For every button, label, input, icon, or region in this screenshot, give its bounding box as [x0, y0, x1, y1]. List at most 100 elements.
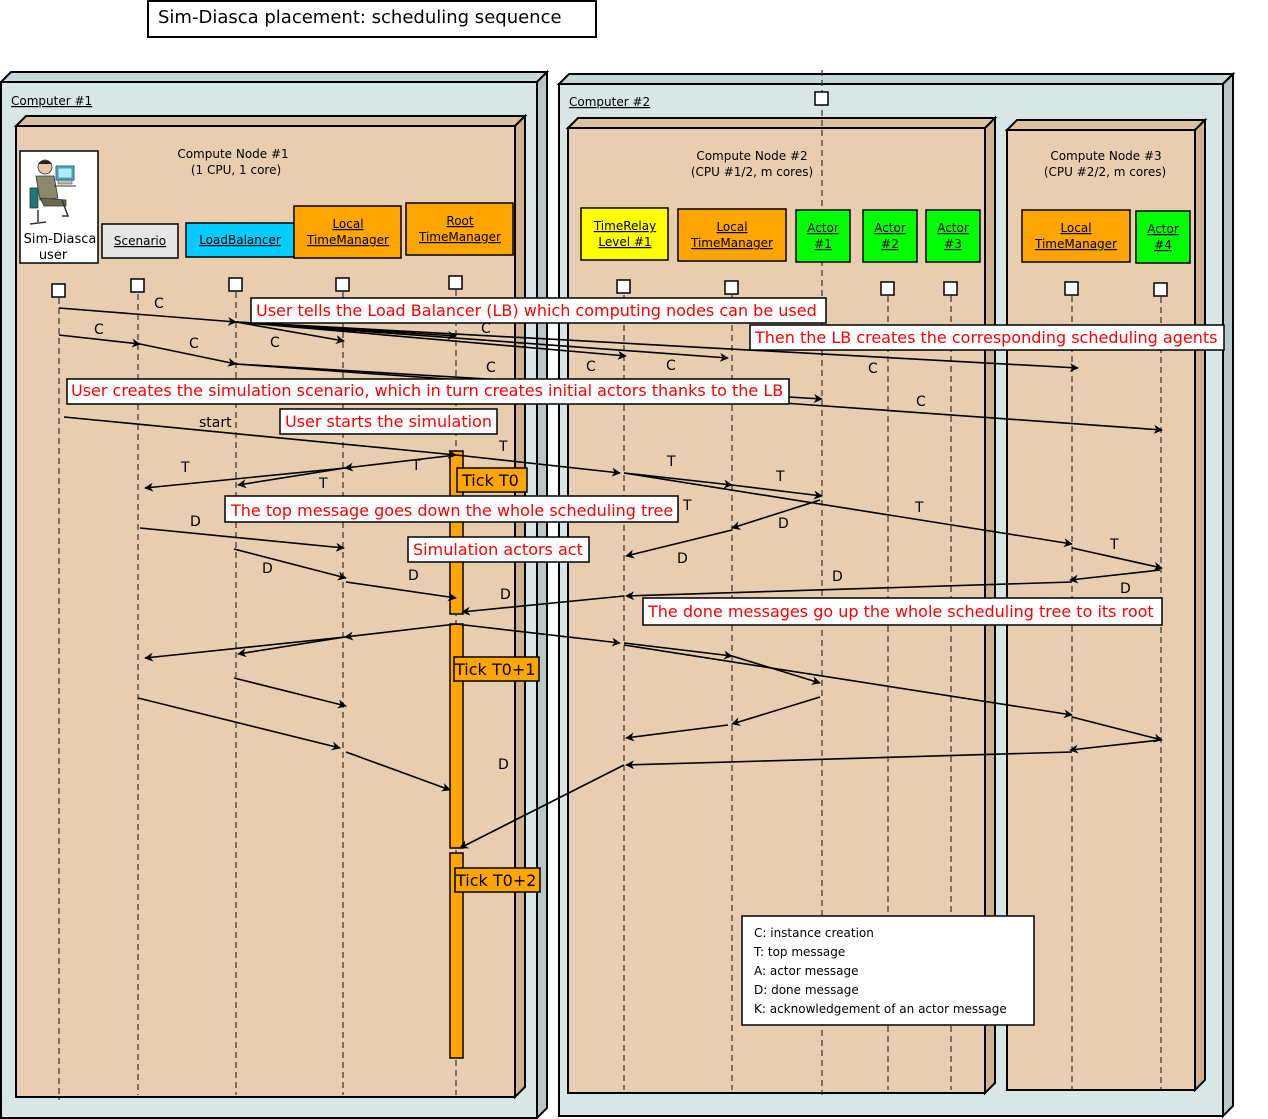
actor-2: Actor #2: [862, 209, 918, 263]
anchor-local-tm3: [1064, 281, 1079, 296]
msg-d-relay-root: [461, 595, 625, 616]
letter-t: T: [775, 469, 785, 485]
msg-t1-relay-ltm2: [623, 642, 733, 660]
msg-d-actor4-ltm3: [1069, 569, 1161, 584]
actor-1: Actor #1: [795, 209, 851, 263]
actor-root-tm: Root TimeManager: [405, 202, 514, 256]
letter-t: T: [666, 454, 676, 470]
annotations: User tells the Load Balancer (LB) which …: [66, 297, 1225, 626]
local-tm3-line2: TimeManager: [1034, 237, 1117, 251]
msg-c-scenario-lb: [139, 343, 237, 367]
letter-t: T: [180, 460, 190, 476]
legend-item-k: K: acknowledgement of an actor message: [754, 1002, 1007, 1016]
root-tm-line1: Root: [446, 214, 473, 228]
msg-d-actor1-ltm2: [731, 499, 821, 530]
msg-t-relay-ltm2: [623, 472, 733, 489]
legend: C: instance creation T: top message A: a…: [741, 915, 1035, 1026]
computer-2-label: Computer #2: [569, 95, 650, 109]
letter-d: D: [1120, 581, 1131, 597]
node-1-title: Compute Node #1: [177, 147, 288, 161]
letter-c: C: [868, 361, 878, 377]
anchor-loadbalancer: [228, 277, 243, 292]
timerelay-line1: TimeRelay: [593, 219, 656, 233]
actor-loadbalancer: LoadBalancer: [185, 222, 295, 258]
actor4-line1: Actor: [1147, 222, 1179, 236]
msg-t-ltm1-lb: [237, 467, 346, 489]
node-3-title: Compute Node #3: [1050, 149, 1161, 163]
msg-t-root-ltm1: [344, 454, 457, 472]
actor2-line1: Actor: [874, 221, 906, 235]
letter-c: C: [666, 358, 676, 374]
letter-c: C: [270, 335, 280, 351]
actor-user: Sim-Diasca user: [19, 150, 99, 264]
actor-local-tm3: Local TimeManager: [1021, 209, 1131, 263]
msg-t1-root-relay: [455, 623, 621, 647]
tick-t2-label: Tick T0+2: [455, 871, 536, 890]
anchor-local-tm2: [724, 280, 739, 295]
letter-t: T: [411, 458, 421, 474]
timerelay-line2: Level #1: [598, 235, 651, 249]
msg-d1-ltm1-root: [345, 751, 451, 792]
letter-d: D: [778, 516, 789, 532]
compute-node-1: Compute Node #1 (1 CPU, 1 core): [13, 113, 528, 1100]
msg-c-lb-ltm3: [235, 321, 1079, 373]
annotation-lb-creates: Then the LB creates the corresponding sc…: [754, 328, 1217, 347]
annotation-start-sim: User starts the simulation: [285, 412, 492, 431]
loadbalancer-label: LoadBalancer: [199, 233, 281, 247]
actor-local-tm1: Local TimeManager: [293, 205, 402, 259]
actor1-line1: Actor: [807, 221, 839, 235]
legend-item-d: D: done message: [754, 983, 859, 997]
node-2-subtitle: (CPU #1/2, m cores): [691, 165, 813, 179]
legend-item-t: T: top message: [753, 945, 845, 959]
annotation-actors-act: Simulation actors act: [413, 540, 583, 559]
node-1-subtitle: (1 CPU, 1 core): [191, 163, 281, 177]
msg-d1-actor1-ltm2: [731, 696, 821, 726]
actor-local-tm2: Local TimeManager: [677, 208, 787, 262]
letter-t: T: [498, 439, 508, 455]
computer-1-label: Computer #1: [11, 94, 92, 108]
legend-item-c: C: instance creation: [754, 926, 874, 940]
actor4-line2: #4: [1154, 238, 1172, 252]
msg-t1-ltm1-lb: [237, 636, 346, 658]
annotation-done-msg: The done messages go up the whole schedu…: [647, 602, 1154, 621]
msg-t1-ltm3-actor4: [1071, 716, 1163, 743]
msg-c-lb-ltm1: [235, 321, 345, 345]
letter-c: C: [481, 321, 491, 337]
letter-t: T: [1109, 537, 1119, 553]
letter-c: C: [586, 359, 596, 375]
msg-t-ltm2-actor1: [731, 484, 823, 500]
letter-c: C: [486, 360, 496, 376]
anchor-user: [51, 283, 66, 298]
legend-item-a: A: actor message: [754, 964, 859, 978]
actor-3: Actor #3: [925, 209, 981, 263]
anchor-root-tm: [448, 275, 463, 290]
local-tm1-line1: Local: [332, 217, 363, 231]
msg-d1-scenario-ltm1: [137, 697, 341, 751]
actor-scenario: Scenario: [101, 223, 179, 259]
msg-d-scenario-ltm1: [139, 527, 345, 552]
lifeline-anchors: [51, 91, 1168, 298]
msg-t-ltm3-actor4: [1071, 547, 1163, 571]
letter-d: D: [190, 514, 201, 530]
letter-start: start: [199, 415, 232, 431]
local-tm3-line1: Local: [1060, 221, 1091, 235]
local-tm1-line2: TimeManager: [306, 233, 389, 247]
msg-d-lb-ltm1: [233, 548, 347, 581]
anchor-local-tm1: [335, 277, 350, 292]
msg-d-ltm2-relay: [625, 529, 733, 559]
actor-4: Actor #4: [1135, 210, 1191, 264]
msg-t-relay-ltm3: [623, 472, 1073, 548]
anchor-actor1: [814, 91, 829, 106]
scenario-label: Scenario: [114, 234, 166, 248]
letter-d: D: [500, 587, 511, 603]
anchor-scenario: [130, 278, 145, 293]
msg-start: [63, 416, 457, 459]
letter-c: C: [189, 336, 199, 352]
msg-c-lb-ltm2: [235, 321, 729, 362]
msg-t1-relay-ltm3: [623, 644, 1073, 719]
msg-t-ltm1-scenario: [144, 467, 346, 492]
actor3-line2: #3: [944, 237, 962, 251]
msg-d1-actor4-ltm3: [1069, 739, 1161, 754]
msg-d-ltm3-relay: [625, 581, 1073, 601]
msg-t1-root-ltm1: [344, 623, 457, 641]
